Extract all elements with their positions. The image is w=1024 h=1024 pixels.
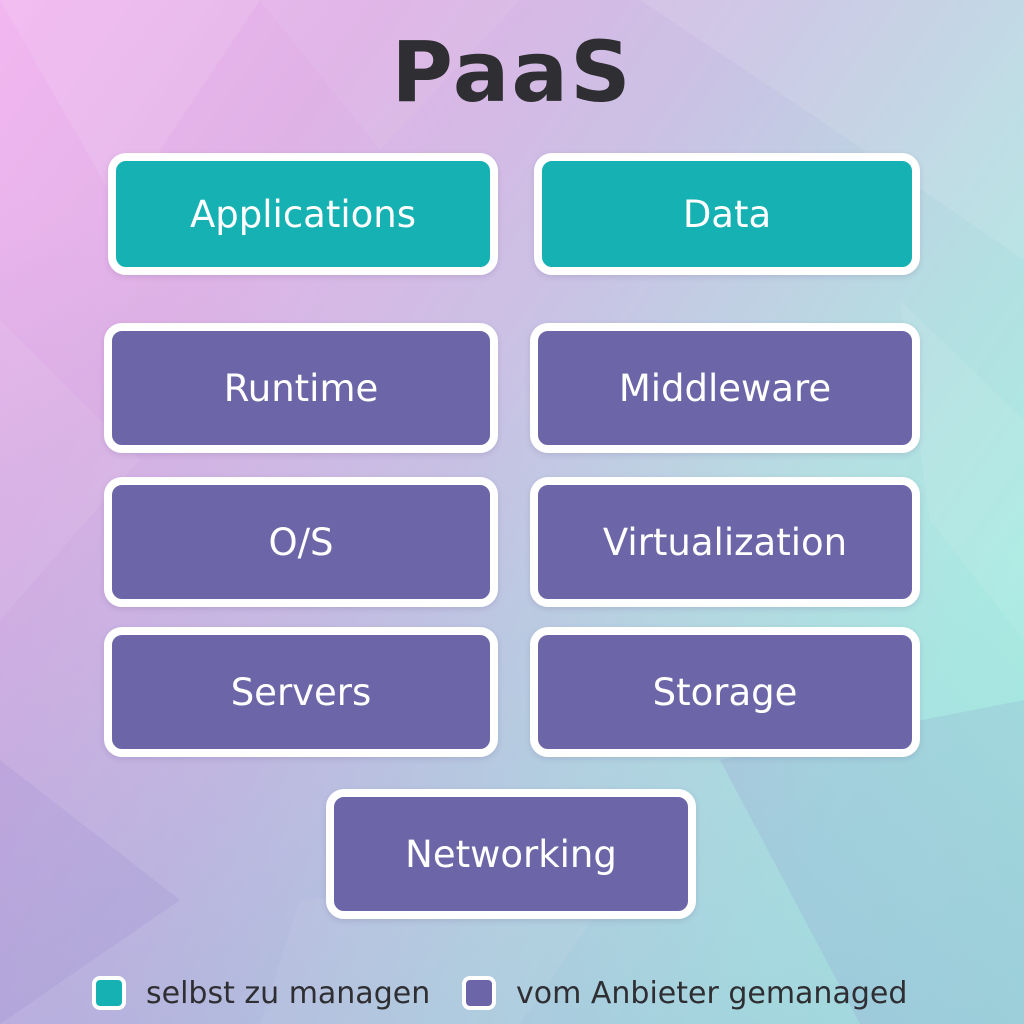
legend-self: selbst zu managen: [92, 970, 430, 1016]
middleware-label: Middleware: [618, 366, 832, 410]
os-label: O/S: [268, 520, 334, 564]
middleware-box: Middleware: [530, 323, 920, 453]
servers-label: Servers: [230, 670, 372, 714]
runtime-label: Runtime: [223, 366, 379, 410]
data-label: Data: [682, 192, 772, 236]
runtime-box: Runtime: [104, 323, 498, 453]
storage-label: Storage: [652, 670, 798, 714]
storage-box: Storage: [530, 627, 920, 757]
page-title: PaaS: [391, 23, 633, 121]
applications-label: Applications: [189, 192, 416, 236]
legend-self-swatch: [92, 976, 126, 1010]
legend-provider: vom Anbieter gemanaged: [462, 970, 907, 1016]
legend-self-label: selbst zu managen: [146, 975, 431, 1011]
legend-provider-swatch: [462, 976, 496, 1010]
applications-box: Applications: [108, 153, 498, 275]
legend-provider-label: vom Anbieter gemanaged: [516, 975, 908, 1011]
os-box: O/S: [104, 477, 498, 607]
data-box: Data: [534, 153, 920, 275]
virtualization-label: Virtualization: [602, 520, 848, 564]
virtualization-box: Virtualization: [530, 477, 920, 607]
servers-box: Servers: [104, 627, 498, 757]
networking-box: Networking: [326, 789, 696, 919]
networking-label: Networking: [405, 832, 617, 876]
